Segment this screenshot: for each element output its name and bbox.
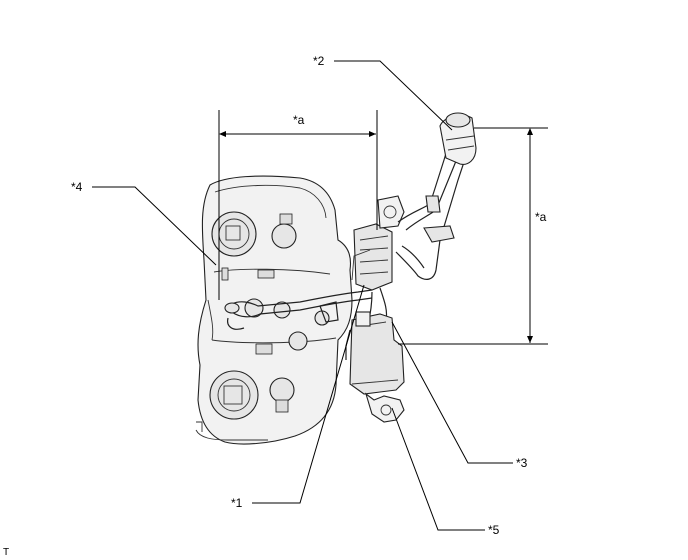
callout-2: *2 <box>313 54 325 68</box>
dimension-vertical-label: *a <box>535 210 547 224</box>
corner-mark: T <box>3 547 9 558</box>
fuel-tank <box>195 175 353 445</box>
dimension-horizontal <box>218 110 378 300</box>
callout-1: *1 <box>231 496 243 510</box>
fuel-tube-assembly <box>224 289 373 330</box>
fuel-pump-bracket <box>351 195 405 291</box>
callout-3: *3 <box>516 456 528 470</box>
dimension-vertical <box>398 127 548 345</box>
callout-4: *4 <box>71 180 83 194</box>
callout-5: *5 <box>488 523 500 537</box>
fuel-tank-inlet-pipe <box>367 112 477 341</box>
leader-lines <box>92 60 513 531</box>
dimension-horizontal-label: *a <box>293 113 305 127</box>
